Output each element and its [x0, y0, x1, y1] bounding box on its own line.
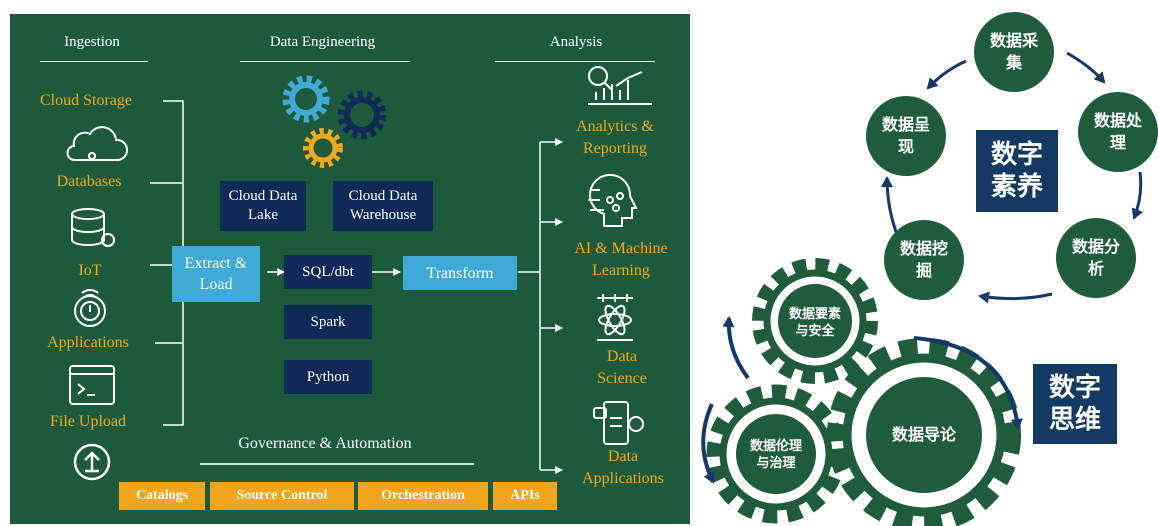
cloud-icon [66, 126, 128, 161]
iot-power-icon [74, 289, 106, 327]
cloud-data-lake-box: Cloud Data Lake [220, 181, 306, 231]
analytics-chart-icon [588, 66, 652, 105]
cycle-label-mine: 数据挖掘 [900, 239, 949, 280]
output-ai-machine-learning: AI & Machine Learning [574, 240, 668, 279]
source-file-upload: File Upload [50, 413, 126, 430]
gear-data-elements [752, 258, 878, 384]
cycle-node-present [866, 96, 946, 176]
tag-orchestration: Orchestration [358, 482, 488, 510]
mobile-app-icon [593, 401, 644, 445]
cycle-node-process [1078, 92, 1158, 172]
cycle-node-mine [884, 220, 964, 300]
ai-head-icon [588, 173, 638, 227]
divider [40, 61, 148, 62]
python-box: Python [284, 360, 372, 394]
source-cloud-storage: Cloud Storage [40, 92, 132, 109]
digital-literacy-label: 数字素养 [976, 130, 1058, 212]
transform-box: Transform [403, 256, 517, 290]
cycle-label-present: 数据呈现 [882, 115, 931, 156]
divider [240, 61, 410, 62]
divider [200, 463, 474, 465]
header-analysis: Analysis [549, 34, 603, 50]
source-iot: IoT [78, 262, 102, 279]
sql-dbt-box: SQL/dbt [284, 255, 372, 289]
output-connector [267, 138, 563, 474]
literacy-cycle-arrows [881, 51, 1143, 304]
gear-data-ethics [706, 384, 846, 524]
spark-box: Spark [284, 305, 372, 339]
cycle-label-collect: 数据采集 [990, 31, 1039, 72]
upload-icon [73, 443, 111, 481]
navy-gear-icon [337, 90, 387, 140]
header-data-engineering: Data Engineering [269, 34, 376, 50]
divider [495, 61, 655, 62]
tag-apis: APIs [493, 482, 557, 510]
cycle-node-analyze [1056, 218, 1136, 298]
blue-gear-icon [282, 75, 330, 123]
gear-label-ethics-governance: 数据伦理与治理 [749, 439, 802, 471]
orange-gear-icon [303, 128, 343, 168]
database-icon [71, 208, 115, 247]
cloud-data-warehouse-box: Cloud Data Warehouse [333, 181, 433, 231]
source-applications: Applications [47, 334, 129, 351]
output-data-applications: Data Applications [582, 448, 664, 487]
header-ingestion: Ingestion [64, 34, 120, 50]
tag-source-control: Source Control [210, 482, 354, 510]
tag-catalogs: Catalogs [119, 482, 205, 510]
output-analytics-reporting: Analytics & Reporting [576, 118, 654, 157]
cycle-label-process: 数据处理 [1094, 111, 1143, 152]
terminal-icon [69, 365, 115, 405]
thinking-arrows [701, 316, 1023, 484]
cycle-label-analyze: 数据分析 [1072, 237, 1121, 278]
data-science-icon [597, 294, 633, 341]
cycle-node-collect [974, 12, 1054, 92]
source-databases: Databases [56, 173, 122, 190]
output-data-science: Data Science [597, 348, 647, 387]
digital-thinking-label: 数字思维 [1033, 364, 1117, 444]
extract-load-box: Extract & Load [172, 246, 260, 302]
gear-label-intro: 数据导论 [891, 425, 956, 444]
governance-title: Governance & Automation [238, 435, 412, 452]
gear-label-elements-security: 数据要素与安全 [788, 307, 841, 339]
